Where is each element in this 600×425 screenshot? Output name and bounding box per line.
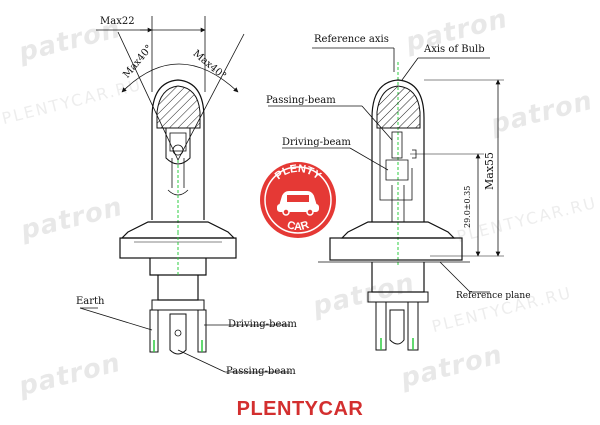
right-passing-beam-label: Passing-beam <box>266 95 336 106</box>
right-driving-beam-label: Driving-beam <box>282 137 351 148</box>
footer-brand-text: PLENTYCAR <box>236 398 364 420</box>
bulb-offset-dimension-label: 29.0±0.35 <box>463 185 472 228</box>
left-driving-beam-label: Driving-beam <box>228 319 297 330</box>
left-passing-beam-label: Passing-beam <box>226 366 296 377</box>
reference-plane-label: Reference plane <box>456 291 531 301</box>
earth-label: Earth <box>76 296 105 307</box>
car-icon <box>277 191 319 216</box>
badge-bottom-text: CAR <box>286 219 311 233</box>
width-dimension-label: Max22 <box>100 16 135 27</box>
height-dimension-label: Max55 <box>483 151 496 190</box>
axis-of-bulb-label: Axis of Bulb <box>424 44 485 55</box>
right-bulb-view <box>268 47 504 351</box>
badge-top-text: PLENTY <box>273 163 324 183</box>
left-bulb-view <box>79 16 290 373</box>
plentycar-badge: PLENTY CAR <box>260 162 336 238</box>
reference-axis-label: Reference axis <box>314 34 389 45</box>
